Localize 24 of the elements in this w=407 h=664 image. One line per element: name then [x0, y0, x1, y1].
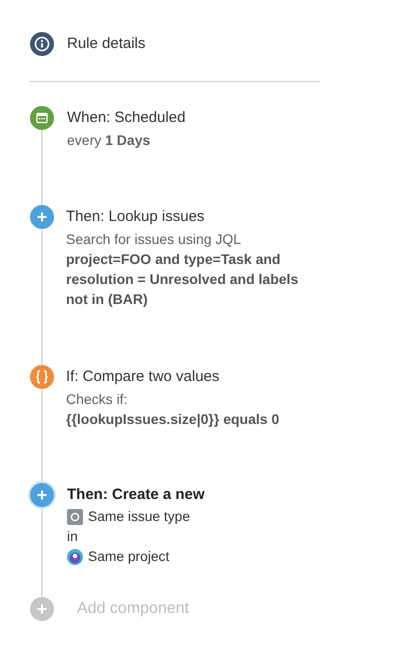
- field-value: Same issue type: [88, 508, 190, 526]
- step-description: every 1 Days: [67, 131, 150, 150]
- add-component-link: Add component: [77, 599, 190, 619]
- step-title: Then: Create a new: [67, 485, 205, 505]
- step-title: Then: Lookup issues: [66, 207, 204, 227]
- plus-icon: [30, 597, 54, 621]
- connector-line: [41, 389, 43, 481]
- step-title: If: Compare two values: [66, 367, 220, 387]
- step-description: Checks if:: [66, 390, 128, 409]
- braces-icon: [30, 365, 54, 389]
- step-title: When: Scheduled: [67, 108, 186, 128]
- plus-icon: [28, 481, 56, 509]
- connector-line: [41, 130, 43, 205]
- connector-line: [41, 229, 43, 365]
- query-text: project=FOO and type=Task and resolution = Unresolved and labels not in (BAR): [66, 250, 300, 309]
- calendar-icon: [30, 106, 54, 130]
- query-text: {{lookupIssues.size|0}} equals 0: [66, 410, 280, 429]
- step-text: in: [67, 528, 78, 546]
- section-heading: Rule details: [67, 34, 146, 54]
- connector-line: [41, 509, 43, 597]
- info-icon: [30, 32, 54, 56]
- field-value: Same project: [88, 548, 170, 566]
- step-description: Search for issues using JQL: [66, 230, 242, 249]
- plus-icon: [30, 205, 54, 229]
